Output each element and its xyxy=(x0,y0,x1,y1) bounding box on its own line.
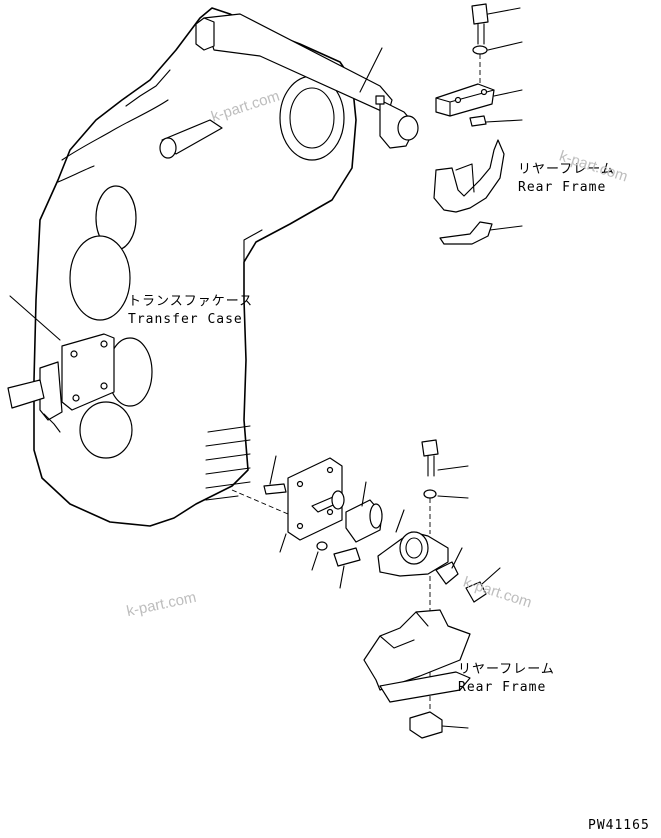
rear-frame-upper-part xyxy=(433,139,505,213)
lower-bolt xyxy=(333,547,361,567)
case-bore-middle xyxy=(69,235,131,321)
rear-frame-upper-clip xyxy=(439,221,493,245)
vertical-washer xyxy=(423,489,437,499)
lower-washer-small xyxy=(316,541,328,551)
label-rear-frame-upper-jp: リヤーフレーム xyxy=(518,162,615,177)
case-bore-lower xyxy=(79,401,133,459)
label-rear-frame-lower-en: Rear Frame xyxy=(458,680,547,695)
transfer-case-housing xyxy=(7,7,419,527)
lower-mount-stack xyxy=(231,439,501,739)
dowel-pin xyxy=(263,483,287,495)
upper-washer xyxy=(472,45,488,55)
upper-bolt-head xyxy=(471,3,489,25)
label-rear-frame-lower-jp: リヤーフレーム xyxy=(458,662,555,677)
lower-mount-plate xyxy=(287,457,343,541)
vertical-bolt-head xyxy=(421,439,439,457)
bottom-block xyxy=(409,711,443,739)
label-transfer-case-en: Transfer Case xyxy=(128,312,243,327)
leader-transfer-case xyxy=(9,295,61,341)
leader-top-arm xyxy=(359,47,383,93)
label-transfer-case-jp: トランスファケース xyxy=(128,294,254,309)
label-rear-frame-upper-en: Rear Frame xyxy=(518,180,607,195)
upper-mount-stack xyxy=(433,3,523,245)
drawing-number: PW41165 xyxy=(588,818,650,833)
rear-frame-lower-part xyxy=(363,609,471,691)
